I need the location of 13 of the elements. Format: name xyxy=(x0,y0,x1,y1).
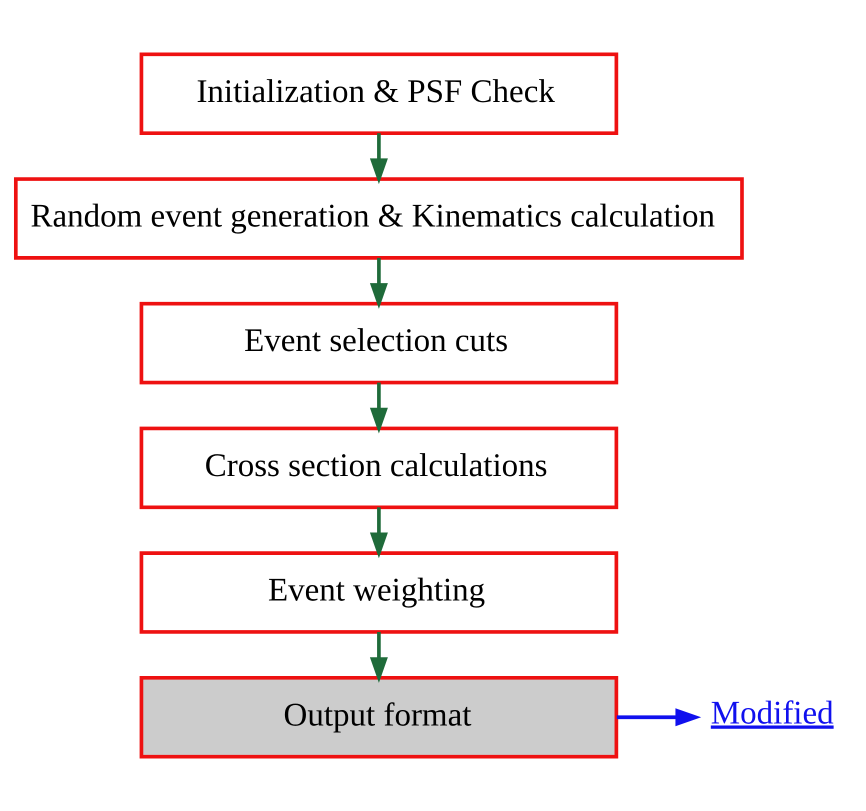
node-box: Event weighting xyxy=(140,551,618,634)
arrow xyxy=(370,507,388,558)
node-box: Event selection cuts xyxy=(140,302,618,384)
arrow xyxy=(370,133,388,184)
arrow xyxy=(370,258,388,309)
node-box: Output format xyxy=(140,676,618,758)
node-text: Modified xyxy=(710,695,834,732)
arrow xyxy=(370,632,388,683)
node-box: Initialization & PSF Check xyxy=(140,52,618,136)
arrow xyxy=(370,382,388,434)
arrow xyxy=(616,708,702,726)
node-box: Random event generation & Kinematics calculation xyxy=(14,177,744,260)
node-box: Cross section calculations xyxy=(140,426,618,510)
